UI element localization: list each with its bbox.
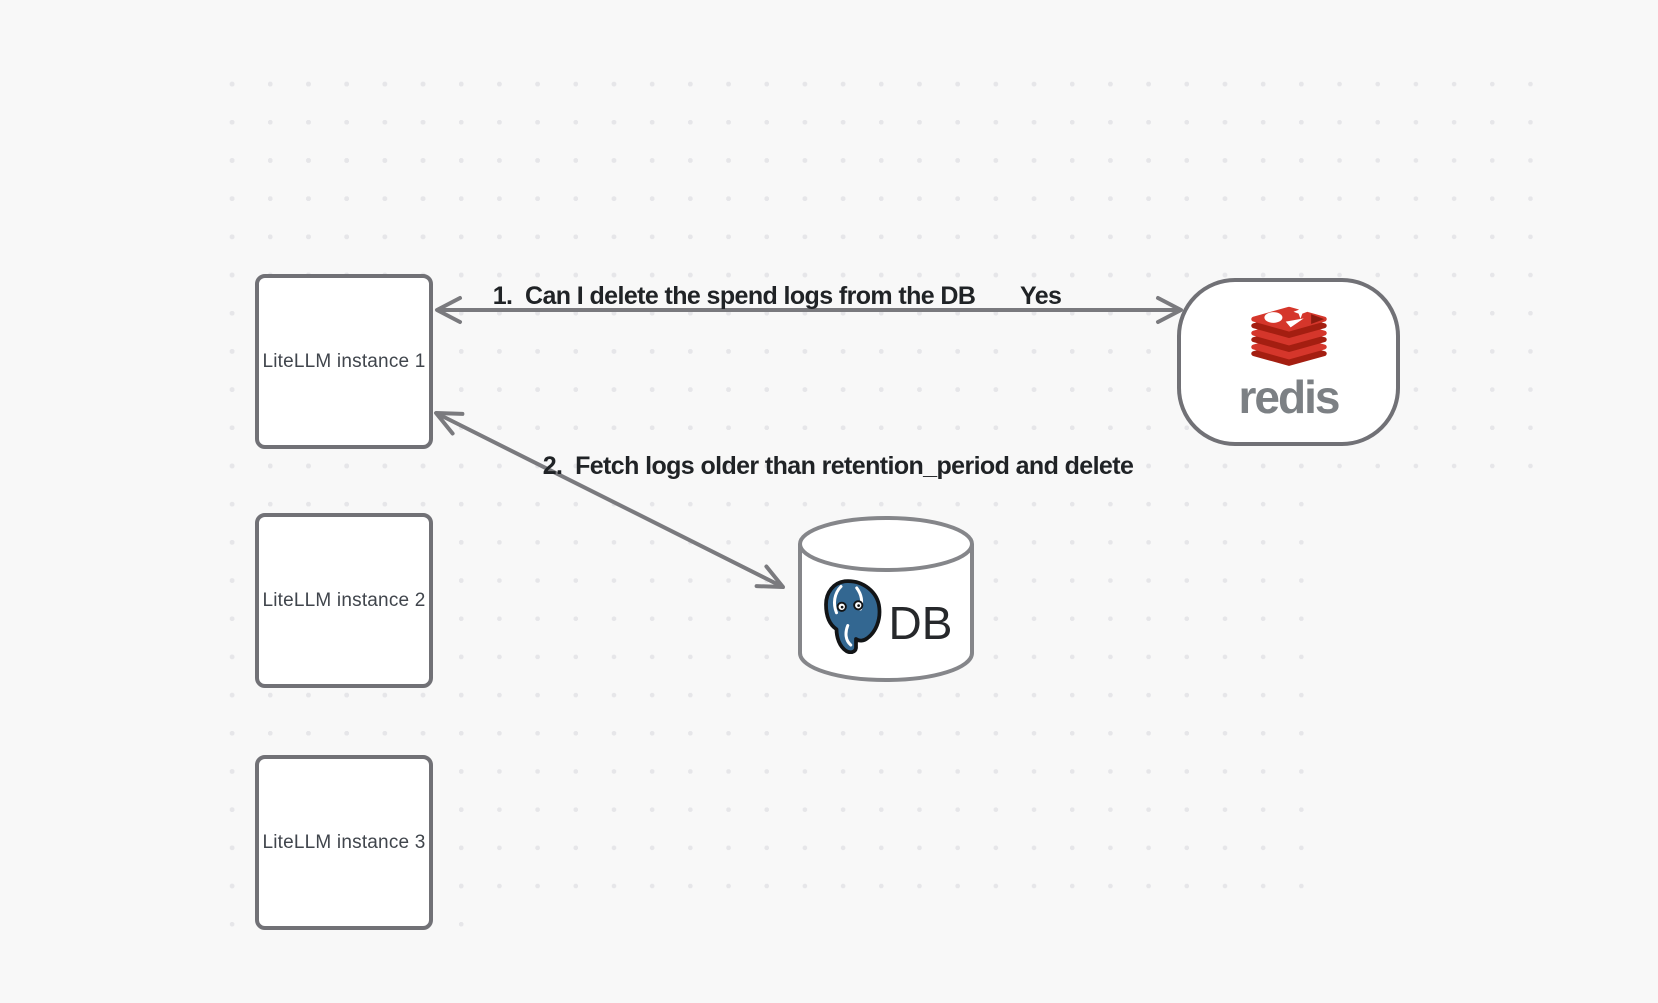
postgresql-elephant-icon [823,578,881,654]
node-redis: redis [1177,278,1400,446]
database-content: DB [800,568,972,664]
redis-logo-icon [1250,304,1327,366]
edge-2-label: 2. Fetch logs older than retention_perio… [542,452,1134,480]
redis-wordmark: redis [1238,371,1341,423]
node-litellm-instance-3: LiteLLM instance 3 [255,755,433,930]
node-label: LiteLLM instance 2 [262,589,426,611]
arrow-edge-2 [434,411,785,589]
edge-1-response-label: Yes [1020,282,1062,310]
node-label: LiteLLM instance 3 [262,831,426,853]
edge-1-label: 1. Can I delete the spend logs from the … [492,282,976,310]
arrow-edge-1 [435,296,1183,324]
node-litellm-instance-1: LiteLLM instance 1 [255,274,433,449]
node-litellm-instance-2: LiteLLM instance 2 [255,513,433,688]
database-label: DB [888,597,953,649]
node-label: LiteLLM instance 1 [262,350,426,372]
